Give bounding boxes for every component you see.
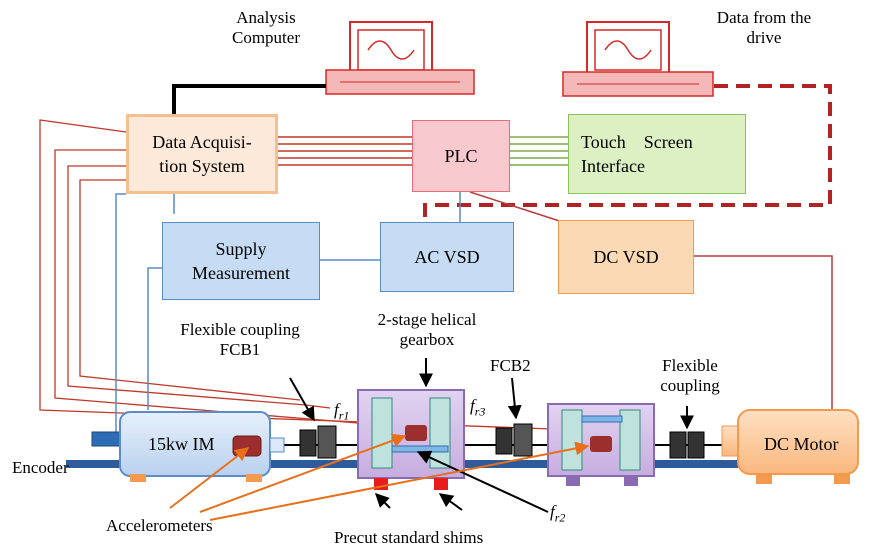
plc-box: PLC: [412, 120, 510, 192]
im-motor-label: 15kw IM: [148, 434, 215, 454]
dcvsd-motor-wire: [694, 255, 833, 410]
data-from-drive-label: Data from the drive: [716, 8, 812, 47]
encoder-icon: [91, 431, 123, 447]
dc-vsd-label: DC VSD: [593, 247, 659, 267]
coupling-right-icon: [669, 431, 705, 459]
plc-dcvsd-wire: [469, 191, 576, 227]
pointer-arrows: [289, 358, 694, 513]
fr1-label: fr1: [334, 400, 350, 423]
supply-motor-wire: [147, 267, 162, 410]
fr3-label: fr3: [470, 396, 486, 419]
coupling-fcb2-icon: [495, 423, 533, 457]
flexible-coupling-fcb1-label: Flexible coupling FCB1: [180, 320, 300, 359]
daq-to-computer-cable: [172, 84, 326, 116]
drive-computer-icon: [562, 21, 714, 97]
touch-screen-box: Touch Screen Interface: [568, 114, 746, 194]
encoder-label: Encoder: [12, 458, 69, 477]
ac-vsd-label: AC VSD: [414, 247, 480, 267]
plc-label: PLC: [444, 146, 478, 166]
dc-motor-icon: [721, 409, 859, 484]
dc-vsd-box: DC VSD: [558, 220, 694, 294]
daq-label-line2: tion System: [159, 156, 245, 176]
supply-measurement-box: Supply Measurement: [162, 222, 320, 300]
fcb2-label: FCB2: [490, 356, 531, 375]
daq-label-line1: Data Acquisi-: [152, 132, 252, 152]
ac-vsd-box: AC VSD: [380, 222, 514, 292]
plc-touch-wires: [510, 136, 568, 166]
flexible-coupling-label: Flexible coupling: [660, 356, 720, 395]
analysis-computer-icon: [325, 21, 475, 95]
supply-label-line2: Measurement: [192, 263, 290, 283]
analysis-computer-label: Analysis Computer: [232, 8, 300, 47]
daq-plc-wires: [278, 136, 412, 166]
dc-motor-label: DC Motor: [764, 434, 839, 454]
fr2-label: fr2: [550, 502, 566, 525]
touch-screen-label-line1: Touch Screen: [581, 132, 693, 152]
gearbox-2-icon: [547, 403, 655, 486]
gearbox-label: 2-stage helical gearbox: [377, 310, 477, 349]
shims-label: Precut standard shims: [334, 528, 484, 547]
encoder-wire: [115, 193, 126, 436]
supply-label-line1: Supply: [215, 239, 267, 259]
data-acquisition-box: Data Acquisi- tion System: [126, 114, 278, 194]
touch-screen-label-line2: Interface: [581, 156, 645, 176]
gearbox-1-icon: [357, 389, 465, 490]
accelerometer-arrows: [169, 433, 590, 521]
accelerometers-label: Accelerometers: [106, 516, 213, 535]
coupling-fcb1-icon: [299, 425, 337, 459]
drive-data-dashed-line: [423, 84, 832, 220]
